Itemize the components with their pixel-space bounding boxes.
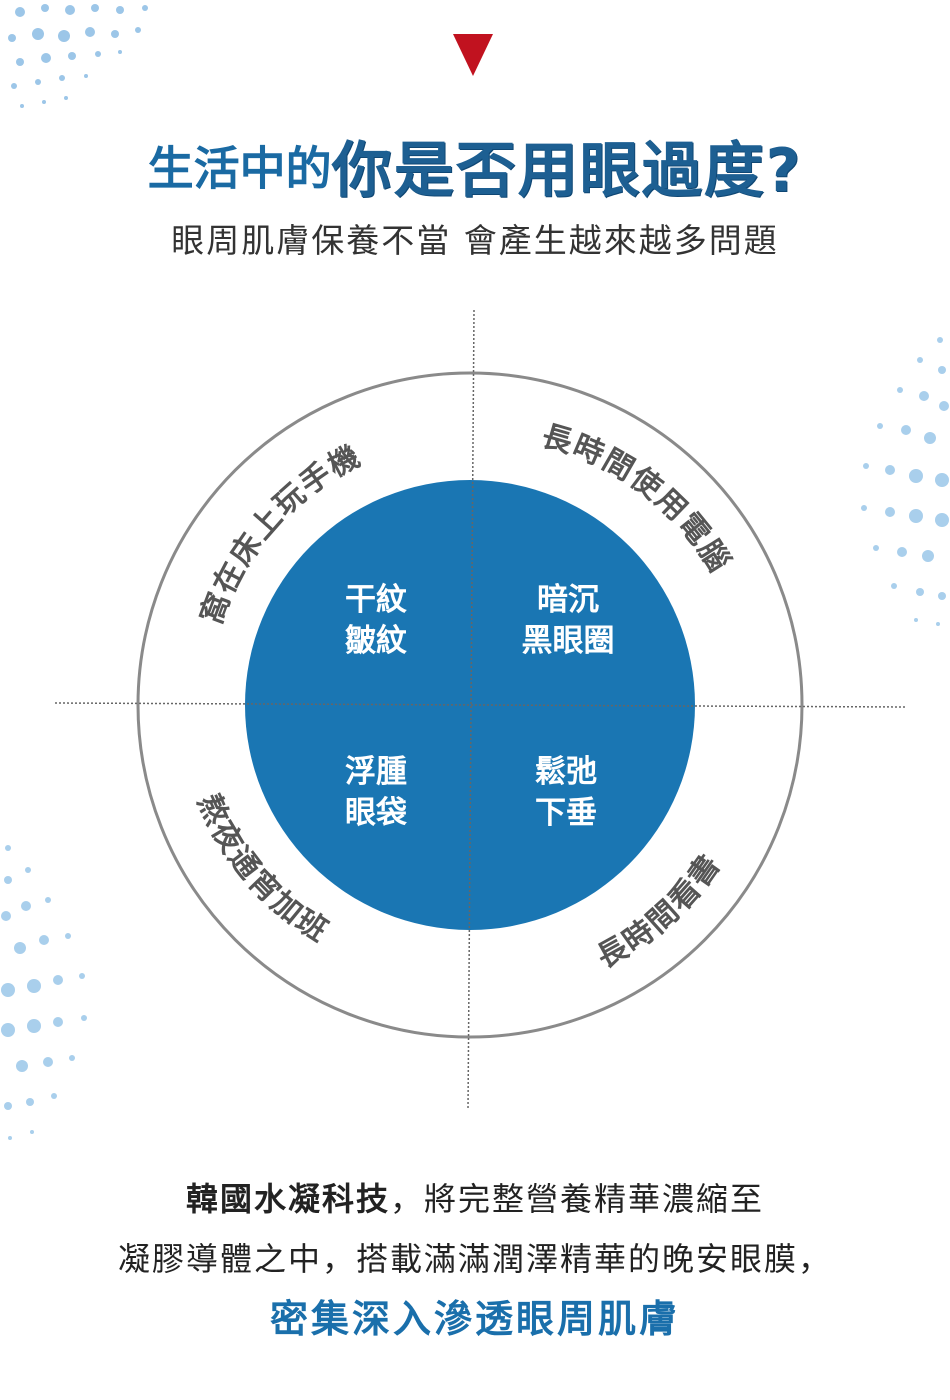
problem-top-right: 暗沉 黑眼圈 (521, 582, 615, 659)
inner-circle (245, 480, 695, 930)
dot-pattern-bottom-left (1, 845, 87, 1140)
dot-pattern-right (861, 337, 949, 626)
subtitle: 眼周肌膚保養不當 會產生越來越多問題 (171, 221, 779, 260)
title-emphasis: 你是否用眼過度? (331, 136, 803, 206)
page-title: 生活中的你是否用眼過度? (0, 122, 950, 209)
problem-bottom-right: 鬆弛 下垂 (535, 754, 597, 831)
problem-bottom-left: 浮腫 眼袋 (345, 754, 407, 831)
footer-line-2: 凝膠導體之中，搭載滿滿潤澤精華的晚安眼膜， (117, 1240, 832, 1278)
outer-ring (136, 371, 804, 1039)
problem-top-left: 干紋 皺紋 (345, 582, 407, 659)
footer-highlight: 密集深入滲透眼周肌膚 (269, 1297, 680, 1341)
horizontal-divider (54, 702, 906, 708)
footer-line-1: 韓國水凝科技，將完整營養精華濃縮至 (185, 1180, 765, 1218)
eye-problem-wheel: 窩在床上玩手機 長時間使用電腦 熬夜通宵加班 長時間看書 (54, 309, 906, 1111)
down-arrow-icon (453, 34, 493, 76)
dot-pattern-top-left (8, 4, 148, 108)
vertical-divider (467, 309, 475, 1111)
title-plain: 生活中的 (147, 141, 332, 196)
